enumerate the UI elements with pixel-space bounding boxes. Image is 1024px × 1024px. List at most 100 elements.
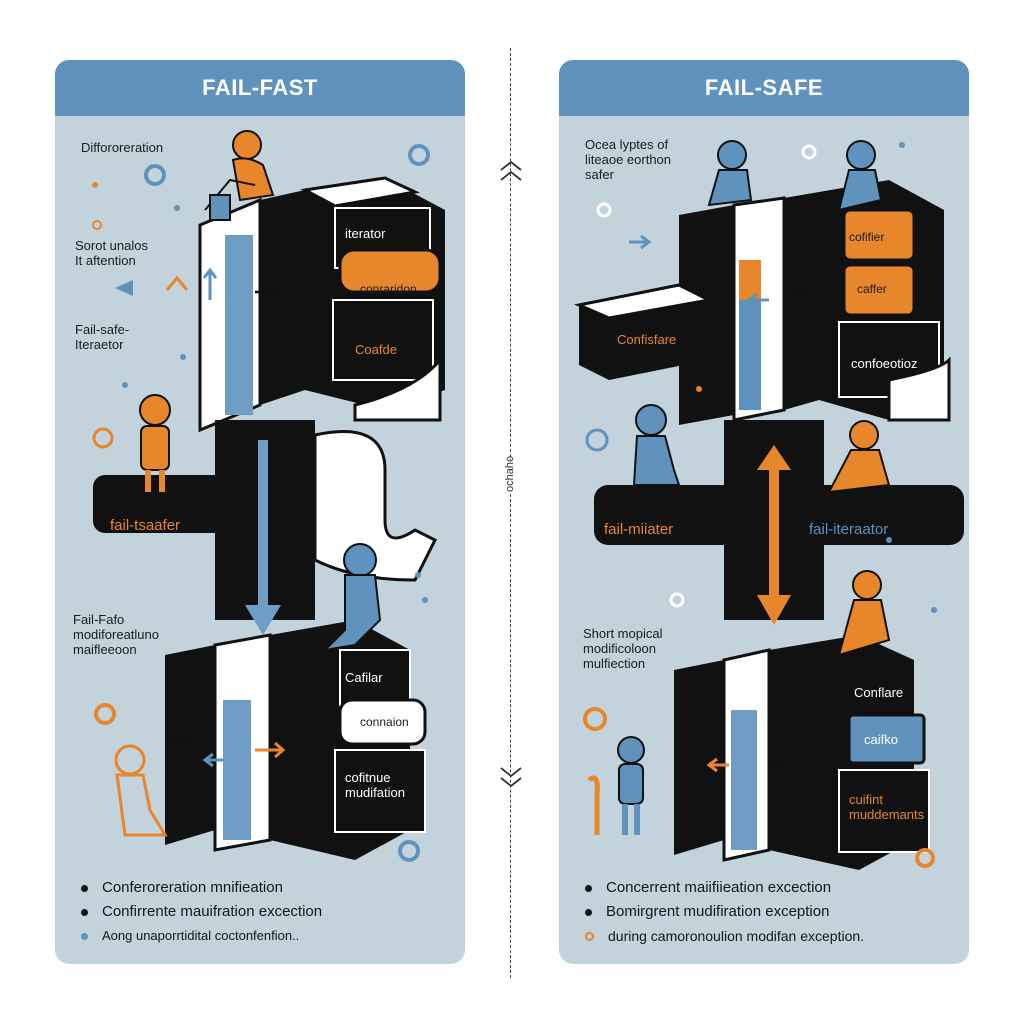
arrow-right-small-icon — [769, 756, 790, 770]
label-connaion: connaion — [360, 715, 409, 729]
bullet-icon — [81, 932, 88, 940]
bullet-text: Concerrent maiifiieation excection — [606, 879, 832, 896]
chevron-down-icon — [500, 767, 522, 788]
label-confoeotioz: confoeotioz — [851, 356, 918, 371]
chevron-up-icon — [500, 160, 522, 181]
gear-icon — [92, 427, 114, 449]
fail-safe-panel: FAIL-SAFE — [559, 60, 969, 964]
bullet-icon — [585, 908, 592, 916]
arrow-right-icon — [255, 285, 280, 299]
label-cofifier: cofifier — [849, 230, 885, 244]
label-iterator: iterator — [345, 226, 386, 241]
note-line: It aftention — [75, 253, 136, 268]
label-conflare: Conflare — [854, 685, 904, 700]
arrow-left-orange-icon — [706, 757, 729, 773]
middle-connector — [594, 420, 964, 625]
note-fourth: Fail-Fafo modiforeatluno maifleeoon — [73, 612, 159, 657]
label-confisfare: Confisfare — [617, 332, 677, 347]
bullet-item: Bomirgrent mudifiration exception — [585, 900, 965, 924]
note-line: liteaoe eorthon — [585, 152, 672, 167]
note-line: mulfiection — [583, 656, 646, 671]
note-third: Fail-safe- Iteraetor — [75, 322, 129, 352]
label-caffer: caffer — [857, 282, 887, 296]
lower-block-stack — [674, 635, 930, 870]
figure-orange-sitting — [827, 420, 891, 494]
note-line: maifleeoon — [73, 642, 137, 657]
bullet-text: during camoronoulion modifan exception. — [608, 928, 865, 944]
figure-orange-top-lower — [837, 570, 891, 657]
note-line: Fail-Fafo — [73, 612, 125, 627]
note-line: Iteraetor — [75, 337, 124, 352]
chevron-up-orange-icon — [165, 275, 189, 291]
figure-orange-standing — [139, 394, 171, 492]
gear-icon — [585, 428, 609, 452]
gear-top-icon — [408, 144, 430, 166]
note-line: Fail-safe- — [75, 322, 130, 337]
note-second: Sorot unalos It aftention — [75, 238, 148, 268]
note-line: Sorot unalos — [75, 238, 148, 253]
label-conraridon: conraridon — [360, 282, 417, 296]
note-line: Ocea lyptes of — [585, 137, 669, 152]
arrow-right-orange-icon — [255, 741, 286, 759]
figure-blue-sitting — [322, 543, 382, 652]
panel-title: FAIL-SAFE — [559, 60, 969, 116]
note-top: Ocea lyptes of liteaoe eorthon safer — [585, 137, 671, 182]
bullet-icon — [81, 884, 88, 892]
label-coafde: Coafde — [355, 342, 397, 357]
arrow-right-small-icon — [167, 731, 198, 749]
label-cofitnue: cofitnue mudifation — [345, 770, 405, 800]
arrow-left-icon — [687, 732, 704, 748]
note-second: Short mopical modificoloon mulfiection — [583, 626, 662, 671]
figure-blue-standing — [587, 736, 645, 835]
arrow-left-blue-icon — [746, 292, 769, 308]
upper-block-stack — [574, 180, 951, 425]
bullet-icon — [585, 884, 592, 892]
figure-blue-sitting — [632, 404, 681, 486]
note-line: Diffororeration — [81, 140, 164, 155]
arrow-right-icon — [789, 285, 812, 299]
bullet-icon — [585, 931, 594, 941]
figure-orange-sitting — [114, 744, 168, 837]
bullet-item: during camoronoulion modifan exception. — [585, 924, 965, 948]
arrow-right-blue-icon — [629, 234, 652, 250]
pipe-label-left: fail-miiater — [604, 521, 674, 538]
bullet-item: Aong unaporrtidital coctonfenfion.. — [81, 924, 461, 948]
figure-blue-top-left — [707, 140, 753, 207]
bullet-text: Conferoreration mnifieation — [102, 879, 283, 896]
bullet-item: Concerrent maiifiieation excection — [585, 876, 965, 900]
upper-block-stack — [198, 176, 445, 433]
fail-safe-diagram — [574, 140, 964, 870]
fail-fast-diagram — [92, 130, 445, 862]
bullet-text: Aong unaporrtidital coctonfenfion.. — [102, 928, 300, 943]
fail-fast-panel: FAIL-FAST — [55, 60, 465, 964]
panel-title: FAIL-FAST — [55, 60, 465, 116]
lower-block-stack — [165, 620, 427, 860]
gear-orange-small-icon — [915, 848, 935, 868]
bullet-text: Confirrente mauifration excection — [102, 903, 323, 920]
bullet-list: Concerrent maiifiieation excection Bomir… — [585, 876, 965, 948]
gear-orange-icon — [583, 707, 607, 731]
bullet-icon — [81, 908, 88, 916]
note-line: Short mopical — [583, 626, 663, 641]
bullet-item: Confirrente mauifration excection — [81, 900, 461, 924]
figure-blue-top-right — [837, 140, 883, 212]
note-top: Diffororeration — [81, 140, 163, 155]
bullet-text: Bomirgrent mudifiration exception — [606, 903, 830, 920]
note-line: modificoloon — [583, 641, 656, 656]
label-cuifint: cuifint muddemants — [849, 792, 925, 822]
arrow-left-blue-icon — [202, 752, 225, 768]
arrow-up-icon — [202, 267, 218, 300]
note-line: modiforeatluno — [73, 627, 159, 642]
bullet-item: Conferoreration mnifieation — [81, 876, 461, 900]
bullet-list: Conferoreration mnifieation Confirrente … — [81, 876, 461, 948]
arrow-left-icon — [115, 280, 133, 296]
figure-orange-top — [204, 130, 275, 211]
label-cafilar: Cafilar — [345, 670, 383, 685]
note-line: safer — [585, 167, 614, 182]
middle-label: ochaho — [504, 455, 516, 492]
gear-orange-icon — [94, 703, 116, 725]
label-caifko: caifko — [864, 732, 898, 747]
center-divider — [510, 48, 511, 978]
gear-blue-icon — [398, 840, 420, 862]
pipe-label-right: fail-iteraator — [809, 521, 889, 538]
